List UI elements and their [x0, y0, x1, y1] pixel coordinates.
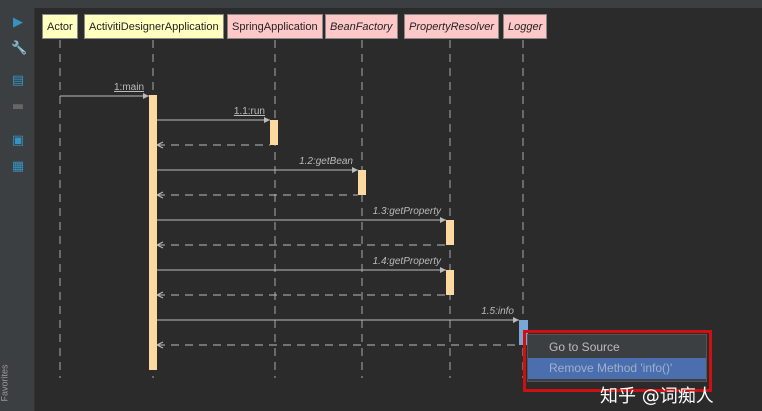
document-icon[interactable]: ▦: [11, 159, 25, 174]
activation-bar: [149, 95, 157, 370]
wrench-icon[interactable]: 🔧: [11, 41, 28, 56]
return-arrowhead: [156, 141, 164, 149]
menu-item-go-to-source[interactable]: Go to Source: [549, 340, 620, 354]
context-menu: Go to Source Remove Method 'info()': [527, 334, 707, 382]
left-toolbar: ▶ 🔧 ▤ ▬ ▣ ▦ Favorites: [0, 8, 35, 411]
return-arrowhead: [156, 241, 164, 249]
arrowhead: [143, 93, 149, 99]
return-arrowhead: [156, 341, 164, 349]
folder-icon[interactable]: ▬: [11, 99, 25, 114]
participant-activitidesignerapplication[interactable]: ActivitiDesignerApplication: [84, 14, 224, 39]
participant-beanfactory[interactable]: BeanFactory: [325, 14, 398, 39]
activation-bar: [270, 120, 278, 145]
run-icon[interactable]: ▶: [13, 15, 23, 30]
arrowhead: [264, 117, 270, 123]
return-arrowhead: [156, 291, 164, 299]
arrowhead: [352, 167, 358, 173]
save-icon[interactable]: ▤: [11, 73, 25, 88]
participant-logger[interactable]: Logger: [503, 14, 548, 39]
participant-actor[interactable]: Actor: [42, 14, 78, 39]
participant-springapplication[interactable]: SpringApplication: [227, 14, 323, 39]
return-arrowhead: [156, 191, 164, 199]
arrowhead: [440, 217, 446, 223]
message-label[interactable]: 1.3:getProperty: [372, 206, 441, 217]
highlight-box: [523, 330, 712, 392]
image-icon[interactable]: ▣: [11, 133, 25, 148]
participant-propertyresolver[interactable]: PropertyResolver: [404, 14, 499, 39]
activation-bar: [446, 270, 454, 295]
activation-bar: [446, 220, 454, 245]
message-label[interactable]: 1.4:getProperty: [372, 256, 441, 267]
favorites-tab[interactable]: Favorites: [0, 364, 10, 402]
message-label[interactable]: 1:main: [113, 82, 144, 93]
message-label[interactable]: 1.5:info: [481, 306, 514, 317]
message-label[interactable]: 1.2:getBean: [299, 156, 353, 167]
activation-bar: [358, 170, 366, 195]
menu-item-remove-method[interactable]: Remove Method 'info()': [528, 358, 706, 379]
arrowhead: [513, 317, 519, 323]
watermark: 知乎 @词痴人: [600, 386, 714, 407]
message-label[interactable]: 1.1:run: [233, 106, 265, 117]
arrowhead: [440, 267, 446, 273]
